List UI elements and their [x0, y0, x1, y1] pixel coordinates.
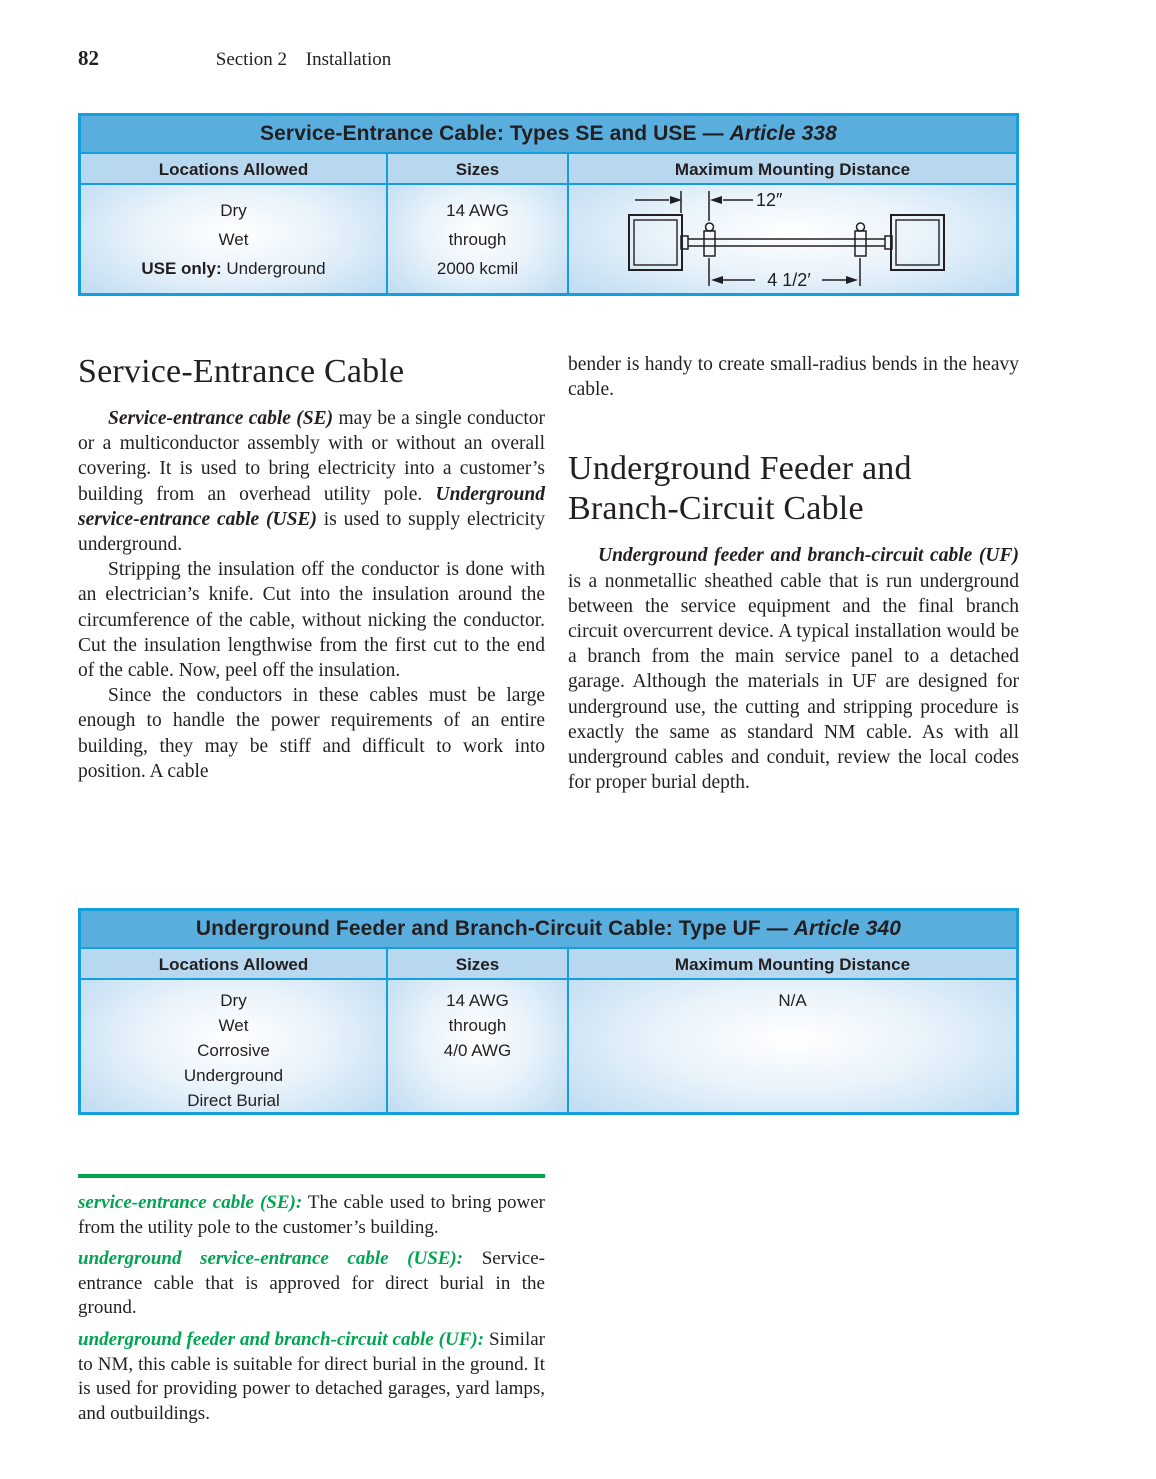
dimension-bottom: 4 1/2′	[708, 258, 861, 290]
use-only-label: USE only:	[141, 259, 222, 278]
paragraph-text: may be a single conductor or a multicond…	[78, 408, 545, 505]
table-uf-grid: Locations Allowed Sizes Maximum Mounting…	[81, 947, 1016, 1112]
table-se-title-text: Service-Entrance Cable: Types SE and USE…	[260, 122, 730, 145]
table-uf-title-text: Underground Feeder and Branch-Circuit Ca…	[195, 917, 794, 940]
table-se-title: Service-Entrance Cable: Types SE and USE…	[81, 116, 1016, 152]
table-uf-title: Underground Feeder and Branch-Circuit Ca…	[81, 911, 1016, 947]
location-line: Dry	[220, 201, 247, 220]
definition-text: Service-entrance cable that is approved …	[78, 1248, 545, 1319]
dimension-bottom-label: 4 1/2′	[767, 270, 811, 290]
heading-underground-feeder: Underground Feeder and Branch-Circuit Ca…	[568, 450, 912, 528]
paragraph-text: is used to supply electricity undergroun…	[78, 508, 545, 556]
paragraph: Service-entrance cable (SE) may be a sin…	[78, 406, 545, 557]
location-line: Direct Burial	[187, 1091, 280, 1110]
definition-text: The cable used to bring power from the u…	[78, 1192, 546, 1238]
table-uf-header-locations: Locations Allowed	[81, 947, 386, 978]
paragraph: Since the conductors in these cables mus…	[78, 685, 545, 782]
location-line: USE only: Underground	[81, 254, 386, 283]
paragraph-text: is a nonmetallic sheathed cable that is …	[568, 570, 1019, 794]
definition: service-entrance cable (SE): The cable u…	[78, 1191, 545, 1240]
junction-boxes	[628, 214, 945, 271]
location-line: Wet	[218, 1016, 249, 1035]
article-column-left: Service-Entrance Cable Service-entrance …	[78, 352, 545, 795]
location-line: Corrosive	[197, 1041, 270, 1060]
paragraph: Underground feeder and branch-circuit ca…	[568, 543, 1019, 795]
table-se-header-sizes: Sizes	[386, 152, 567, 183]
table-uf-cell-distance: N/A	[567, 978, 1016, 1112]
glossary-rule	[78, 1174, 545, 1178]
table-uf-cell-locations: Dry Wet Corrosive Underground Direct Bur…	[81, 978, 386, 1112]
article-column-right: bender is handy to create small-radius b…	[568, 352, 1019, 795]
location-line: Wet	[218, 230, 249, 249]
paragraph: Stripping the insulation off the conduct…	[78, 559, 545, 682]
size-line: 2000 kcmil	[436, 259, 519, 278]
definition: underground service-entrance cable (USE)…	[78, 1247, 545, 1321]
table-se-cell-locations: Dry Wet USE only: Underground	[81, 183, 386, 293]
definition-text: Similar to NM, this cable is suitable fo…	[78, 1328, 545, 1424]
mounting-distance-diagram: 12″ 4 1/2′	[628, 190, 945, 290]
location-line: Dry	[220, 991, 247, 1010]
cable-run	[680, 235, 893, 250]
definition-term: underground service-entrance cable (USE)…	[78, 1248, 464, 1270]
table-se-cell-sizes: 14 AWG through 2000 kcmil	[386, 183, 567, 293]
page-header: 82 Section 2 Installation	[78, 46, 391, 71]
glossary-footnotes: service-entrance cable (SE): The cable u…	[78, 1174, 545, 1433]
size-line: 14 AWG	[446, 201, 509, 220]
page-number: 82	[78, 46, 99, 70]
section-label: Section 2	[215, 49, 287, 70]
table-se-grid: Locations Allowed Sizes Maximum Mounting…	[81, 152, 1016, 293]
dimension-top-label: 12″	[756, 190, 783, 210]
chapter-label: Installation	[305, 49, 392, 70]
table-se-header-distance: Maximum Mounting Distance	[567, 152, 1016, 183]
cable-straps	[703, 222, 867, 257]
size-line: through	[448, 1016, 507, 1035]
definition-term: service-entrance cable (SE):	[78, 1192, 303, 1213]
table-underground-feeder: Underground Feeder and Branch-Circuit Ca…	[78, 908, 1019, 1115]
definition-term: underground feeder and branch-circuit ca…	[78, 1328, 485, 1350]
table-se-header-locations: Locations Allowed	[81, 152, 386, 183]
term-use: Underground service-entrance cable (USE)	[78, 483, 545, 530]
paragraph-continuation: bender is handy to create small-radius b…	[568, 354, 1019, 401]
size-line: 14 AWG	[446, 991, 509, 1010]
term-se: Service-entrance cable (SE)	[108, 408, 334, 429]
location-line: Underground	[183, 1066, 284, 1085]
use-only-value: Underground	[221, 259, 326, 278]
definition: underground feeder and branch-circuit ca…	[78, 1328, 545, 1426]
size-line: 4/0 AWG	[443, 1041, 512, 1060]
table-se-cell-diagram: 12″ 4 1/2′	[567, 183, 1016, 293]
table-service-entrance: Service-Entrance Cable: Types SE and USE…	[78, 113, 1019, 296]
table-uf-article: Article 340	[793, 917, 902, 940]
heading-service-entrance-cable: Service-Entrance Cable	[78, 353, 405, 390]
table-uf-header-distance: Maximum Mounting Distance	[567, 947, 1016, 978]
size-line: through	[448, 230, 507, 249]
dimension-top: 12″	[635, 190, 783, 221]
table-se-article: Article 338	[729, 122, 837, 145]
table-uf-header-sizes: Sizes	[386, 947, 567, 978]
term-uf: Underground feeder and branch-circuit ca…	[598, 545, 1019, 567]
table-uf-cell-sizes: 14 AWG through 4/0 AWG	[386, 978, 567, 1112]
article-columns: Service-Entrance Cable Service-entrance …	[78, 352, 1019, 795]
